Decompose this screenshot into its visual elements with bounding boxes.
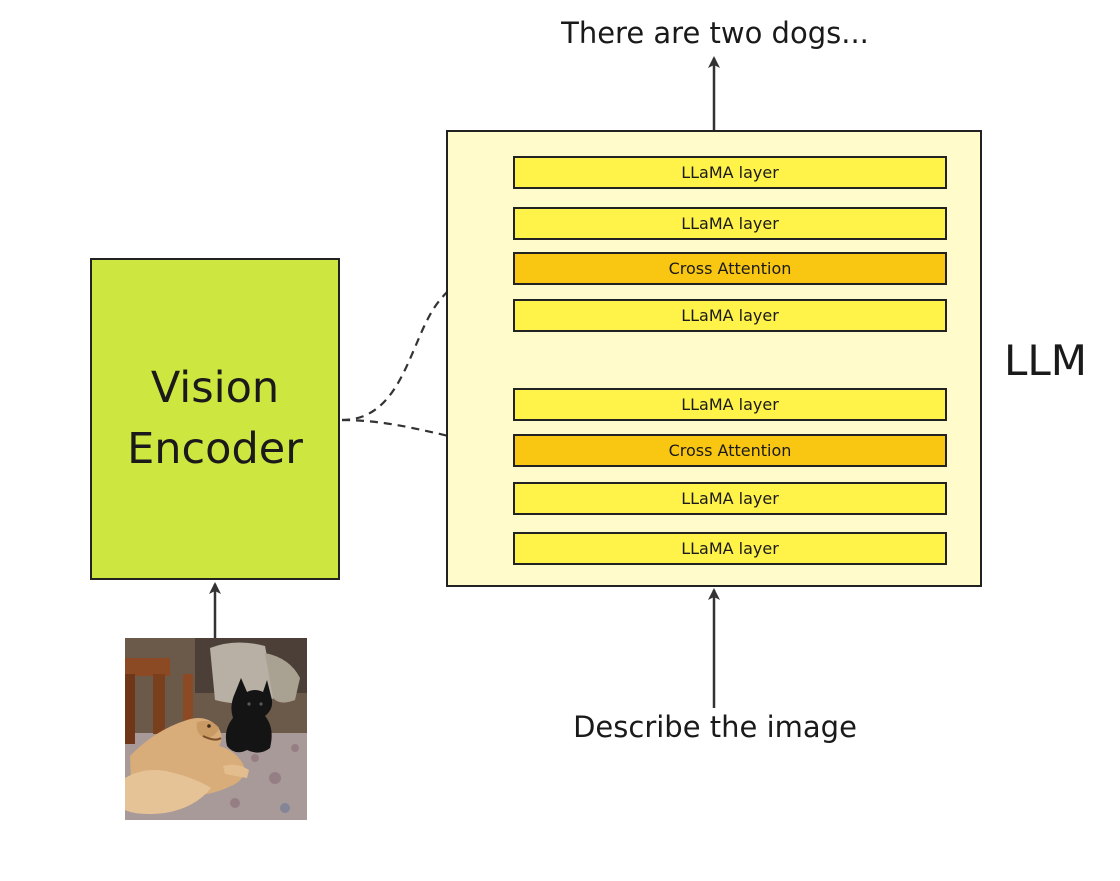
llm-label: LLM — [1004, 336, 1088, 385]
vision-encoder-label-line2: Encoder — [127, 424, 303, 474]
dogs-photo-illustration — [125, 638, 307, 820]
vision-encoder-label: Vision Encoder — [127, 358, 303, 480]
dogs-photo — [125, 638, 307, 820]
layer-3: LLaMA layer — [513, 299, 947, 332]
cross-attention-layer-upper: Cross Attention — [513, 252, 947, 285]
llm-box: LLaMA layer LLaMA layer Cross Attention … — [446, 130, 982, 587]
layer-5: LLaMA layer — [513, 482, 947, 515]
output-text: There are two dogs... — [561, 16, 869, 50]
layer-1: LLaMA layer — [513, 156, 947, 189]
layer-6: LLaMA layer — [513, 532, 947, 565]
cross-attention-layer-lower: Cross Attention — [513, 434, 947, 467]
layer-4: LLaMA layer — [513, 388, 947, 421]
layer-2: LLaMA layer — [513, 207, 947, 240]
vision-encoder-label-line1: Vision — [150, 363, 280, 413]
vision-encoder-box: Vision Encoder — [90, 258, 340, 580]
input-prompt-text: Describe the image — [573, 710, 857, 744]
